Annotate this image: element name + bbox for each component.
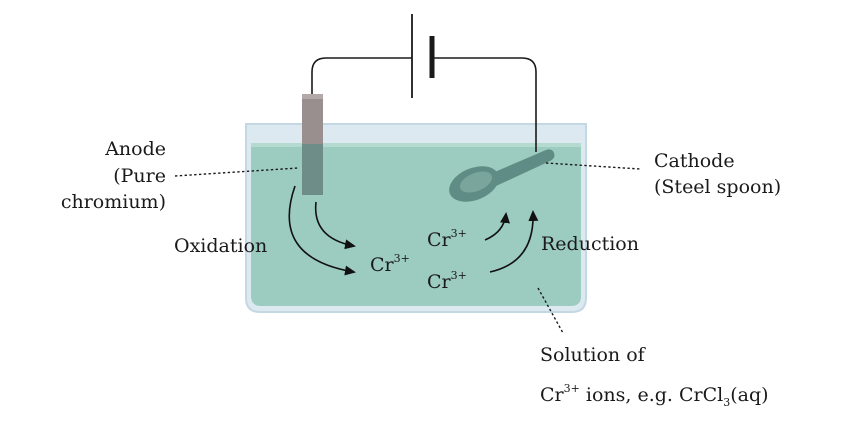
ion-label-middle: Cr3+ <box>370 252 410 276</box>
battery-symbol <box>411 14 435 98</box>
ion-label-lower: Cr3+ <box>427 269 467 293</box>
circuit-wire <box>311 57 537 152</box>
reduction-label: Reduction <box>541 233 639 255</box>
oxidation-label: Oxidation <box>174 235 267 257</box>
cathode-label-1: Cathode <box>654 150 735 172</box>
anode-label-2: (Pure <box>113 165 166 187</box>
cathode-label-2: (Steel spoon) <box>654 176 781 198</box>
oxidation-arrow-inner <box>314 201 356 250</box>
spoon-cathode <box>449 149 555 202</box>
anode-label-3: chromium) <box>61 191 166 213</box>
anode-label-1: Anode <box>104 138 166 160</box>
leader-lines <box>174 162 641 334</box>
beaker <box>245 123 587 313</box>
solution-label-1: Solution of <box>540 344 647 366</box>
reduction-arrow-upper <box>484 212 510 241</box>
ion-label-upper: Cr3+ <box>427 227 467 251</box>
solution-label-2: Cr3+ ions, e.g. CrCl3(aq) <box>540 382 769 409</box>
solution-highlight <box>251 143 581 147</box>
anode-electrode <box>302 94 323 195</box>
oxidation-arrow-outer <box>288 185 356 276</box>
reduction-arrow-lower <box>489 210 539 273</box>
reaction-arrows <box>288 185 539 276</box>
